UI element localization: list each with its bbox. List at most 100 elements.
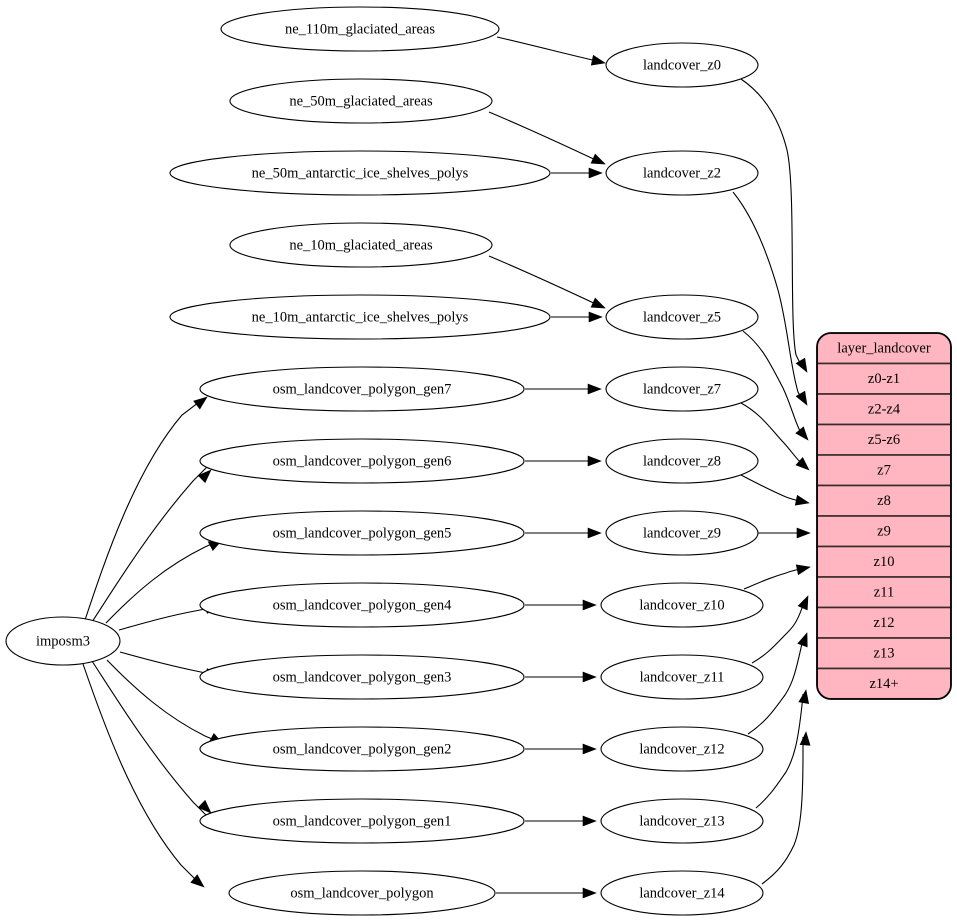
table-row-label-z10: z10 [874, 554, 895, 570]
node-shape-landcover_z0 [605, 42, 759, 88]
node-shape-landcover_z8 [605, 438, 759, 484]
node-landcover_z9[interactable]: landcover_z9 [605, 510, 759, 556]
arrow-head-landcover_z14 [582, 887, 597, 899]
arrow-head-landcover_z11 [582, 671, 597, 683]
table-row-z13[interactable]: z13 [817, 637, 951, 670]
arrow-head-row_z10 [795, 564, 811, 576]
node-ne_10m_glaciated_areas[interactable]: ne_10m_glaciated_areas [229, 222, 493, 268]
edges-layer [82, 36, 806, 894]
table-row-z0-z1[interactable]: z0-z1 [817, 362, 951, 395]
node-label-osm_landcover_polygon_gen6: osm_landcover_polygon_gen6 [273, 453, 452, 469]
table-row-label-z14+: z14+ [869, 676, 898, 692]
edge-landcover_z5-to-layer_landcover_row_z5-z6 [742, 330, 805, 438]
node-shape-ne_50m_antarctic_ice_shelves_polys [169, 150, 551, 196]
node-landcover_z13[interactable]: landcover_z13 [600, 798, 764, 844]
node-landcover_z2[interactable]: landcover_z2 [605, 150, 759, 196]
table-row-z9[interactable]: z9 [817, 515, 951, 548]
arrow-head-row_z2-z4 [795, 390, 808, 406]
node-osm_landcover_polygon_gen5[interactable]: osm_landcover_polygon_gen5 [199, 510, 525, 556]
node-landcover_z12[interactable]: landcover_z12 [600, 726, 764, 772]
node-osm_landcover_polygon_gen3[interactable]: osm_landcover_polygon_gen3 [199, 654, 525, 700]
node-osm_landcover_polygon_gen7[interactable]: osm_landcover_polygon_gen7 [199, 366, 525, 412]
arrow-head-landcover_z12 [582, 743, 597, 755]
node-ne_110m_glaciated_areas[interactable]: ne_110m_glaciated_areas [220, 6, 500, 52]
table-row-z14+[interactable]: z14+ [817, 667, 951, 700]
node-ne_10m_antarctic_ice_shelves_polys[interactable]: ne_10m_antarctic_ice_shelves_polys [169, 294, 551, 340]
node-imposm3[interactable]: imposm3 [5, 616, 121, 666]
table-row-z2-z4[interactable]: z2-z4 [817, 393, 951, 426]
edge-imposm3-to-osm_landcover_polygon_gen7 [84, 398, 204, 621]
arrow-head-landcover_z13 [582, 815, 597, 827]
node-shape-landcover_z14 [600, 870, 764, 916]
table-row-z8[interactable]: z8 [817, 484, 951, 517]
arrow-head-landcover_z5a [590, 297, 606, 309]
table-row-label-z7: z7 [877, 463, 891, 479]
table-row-label-z2-z4: z2-z4 [868, 402, 901, 418]
table-row-z5-z6[interactable]: z5-z6 [817, 423, 951, 456]
layer-landcover-table: layer_landcover z0-z1 z2-z4 z5-z6 z7 z8 z9 z10 z… [816, 332, 952, 700]
arrow-head-row_z8 [794, 494, 810, 506]
node-landcover_z7[interactable]: landcover_z7 [605, 366, 759, 412]
edge-landcover_z13-to-layer_landcover_row_z13 [755, 693, 804, 809]
node-shape-landcover_z12 [600, 726, 764, 772]
node-shape-osm_landcover_polygon_gen4 [199, 582, 525, 628]
node-label-ne_10m_glaciated_areas: ne_10m_glaciated_areas [289, 237, 433, 253]
node-landcover_z8[interactable]: landcover_z8 [605, 438, 759, 484]
arrow-head-row_z13 [798, 689, 810, 705]
node-shape-imposm3 [5, 616, 121, 666]
node-osm_landcover_polygon_gen1[interactable]: osm_landcover_polygon_gen1 [199, 798, 525, 844]
table-row-label-z0-z1: z0-z1 [868, 371, 900, 387]
table-header-label: layer_landcover [837, 341, 931, 357]
table-header-rect [817, 333, 951, 365]
node-shape-landcover_z2 [605, 150, 759, 196]
table-row-z11[interactable]: z11 [817, 576, 951, 609]
node-label-osm_landcover_polygon_gen1: osm_landcover_polygon_gen1 [273, 813, 452, 829]
node-landcover_z5[interactable]: landcover_z5 [605, 294, 759, 340]
arrow-head-osm_poly [190, 874, 205, 888]
table-row-z7[interactable]: z7 [817, 454, 951, 487]
node-label-osm_landcover_polygon: osm_landcover_polygon [290, 885, 434, 901]
edge-imposm3-to-osm_landcover_polygon_gen3 [119, 651, 216, 676]
table-row-z12[interactable]: z12 [817, 606, 951, 639]
arrow-head-row_z0-z1 [795, 357, 808, 373]
node-osm_landcover_polygon_gen4[interactable]: osm_landcover_polygon_gen4 [199, 582, 525, 628]
edge-imposm3-to-osm_landcover_polygon_gen1 [91, 660, 208, 817]
edge-imposm3-to-osm_landcover_polygon_gen5 [105, 540, 219, 624]
node-label-osm_landcover_polygon_gen2: osm_landcover_polygon_gen2 [273, 741, 452, 757]
node-osm_landcover_polygon_gen2[interactable]: osm_landcover_polygon_gen2 [199, 726, 525, 772]
nodes-layer: imposm3 ne_110m_glaciated_areas ne_50m_gla… [5, 6, 764, 916]
node-shape-ne_10m_antarctic_ice_shelves_polys [169, 294, 551, 340]
node-osm_landcover_polygon[interactable]: osm_landcover_polygon [228, 870, 496, 916]
table-row-z10[interactable]: z10 [817, 545, 951, 578]
node-label-landcover_z5: landcover_z5 [643, 309, 721, 325]
node-landcover_z10[interactable]: landcover_z10 [600, 582, 764, 628]
edge-landcover_z11-to-layer_landcover_row_z11 [751, 599, 805, 664]
node-ne_50m_glaciated_areas[interactable]: ne_50m_glaciated_areas [229, 78, 493, 124]
edge-ne_10m_glaciated_areas-to-landcover_z5 [488, 255, 601, 307]
node-landcover_z0[interactable]: landcover_z0 [605, 42, 759, 88]
table-row-rect-z5-z6 [817, 423, 951, 456]
edge-landcover_z0-to-layer_landcover_row_z0-z1 [740, 78, 803, 368]
edge-landcover_z8-to-layer_landcover_row_z8 [740, 474, 806, 503]
node-label-landcover_z2: landcover_z2 [643, 165, 721, 181]
node-ne_50m_antarctic_ice_shelves_polys[interactable]: ne_50m_antarctic_ice_shelves_polys [169, 150, 551, 196]
node-label-landcover_z14: landcover_z14 [639, 885, 725, 901]
node-label-ne_10m_antarctic_ice_shelves_polys: ne_10m_antarctic_ice_shelves_polys [252, 309, 469, 325]
arrow-head-osm_gen7 [193, 396, 208, 410]
node-shape-landcover_z7 [605, 366, 759, 412]
node-label-ne_110m_glaciated_areas: ne_110m_glaciated_areas [285, 21, 435, 37]
node-osm_landcover_polygon_gen6[interactable]: osm_landcover_polygon_gen6 [199, 438, 525, 484]
node-label-osm_landcover_polygon_gen7: osm_landcover_polygon_gen7 [273, 381, 452, 397]
node-landcover_z11[interactable]: landcover_z11 [600, 654, 764, 700]
table-row-label-z9: z9 [877, 524, 891, 540]
edge-imposm3-to-osm_landcover_polygon_gen2 [106, 659, 220, 743]
edge-imposm3-to-osm_landcover_polygon_gen4 [118, 606, 216, 631]
edge-ne_50m_glaciated_areas-to-landcover_z2 [488, 111, 601, 163]
arrow-head-osm_gen1 [197, 799, 212, 814]
node-shape-landcover_z9 [605, 510, 759, 556]
arrow-head-osm_gen6 [197, 469, 212, 484]
table-header-cell[interactable]: layer_landcover [817, 333, 951, 365]
node-landcover_z14[interactable]: landcover_z14 [600, 870, 764, 916]
edge-imposm3-to-osm_landcover_polygon_gen6 [91, 466, 208, 623]
table-row-label-z11: z11 [874, 585, 894, 601]
